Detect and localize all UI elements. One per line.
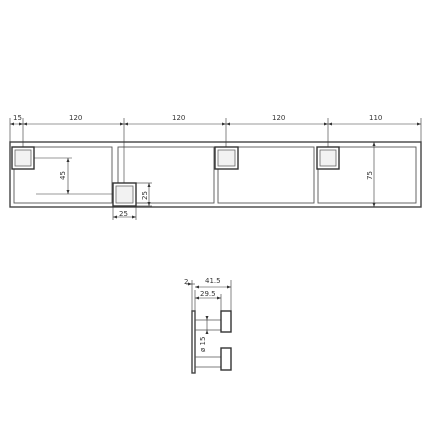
hook-2	[112, 182, 137, 207]
dim-120-c: 120	[272, 114, 285, 122]
hook-3	[214, 146, 239, 170]
hook-4	[316, 146, 340, 170]
dim-110: 110	[369, 114, 382, 122]
top-dimension-chain: 15 120 120 120 110	[9, 114, 422, 183]
dim-120-b: 120	[172, 114, 185, 122]
dim-25-horizontal: 25	[119, 210, 128, 218]
dim-29-5: 29.5	[200, 290, 216, 298]
rail-outline	[9, 141, 422, 208]
dim-120-a: 120	[69, 114, 82, 122]
backplate	[191, 310, 196, 374]
front-view: 15 120 120 120 110 45 25	[9, 114, 422, 220]
panel-1	[13, 146, 113, 204]
side-view: 2 41.5 29.5 ø 15	[184, 277, 232, 374]
dim-25-vertical: 25	[141, 191, 149, 200]
dim-2: 2	[184, 278, 188, 286]
dim-75: 75	[366, 171, 374, 180]
side-hook-lower	[195, 347, 232, 371]
dim-41-5: 41.5	[205, 277, 221, 285]
total-height-dimension: 75	[366, 142, 376, 207]
knob-height-dimension: 25	[136, 182, 152, 207]
dim-15: 15	[13, 114, 22, 122]
side-hook-upper	[195, 310, 232, 333]
dim-45: 45	[59, 171, 67, 180]
dim-diameter-15: ø 15	[199, 337, 207, 352]
vertical-offset-dimension: 45	[34, 157, 113, 195]
hook-1	[11, 146, 35, 170]
knob-width-dimension: 25	[112, 206, 137, 220]
